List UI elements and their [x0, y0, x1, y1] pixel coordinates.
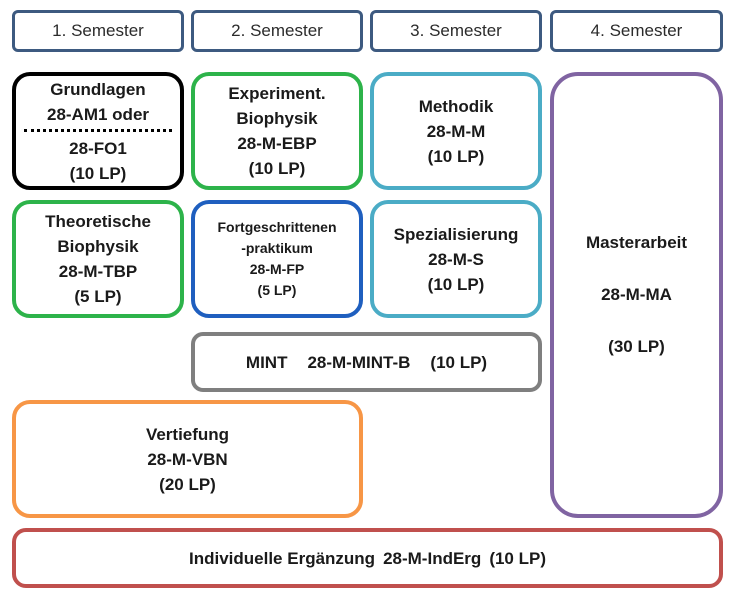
methodik-lp: (10 LP): [427, 146, 485, 166]
fortgeschritten-line2: -praktikum: [241, 240, 313, 256]
theoretische-line1: Theoretische: [45, 212, 151, 231]
grundlagen-line1: Grundlagen: [50, 79, 146, 99]
vertiefung-lp: (20 LP): [159, 474, 216, 494]
module-experimentelle-biophysik: Experiment. Biophysik 28-M-EBP (10 LP): [191, 72, 363, 190]
semester-3-label: 3. Semester: [410, 21, 502, 40]
spezialisierung-name: Spezialisierung: [393, 224, 519, 244]
grundlagen-line3: 28-FO1: [69, 138, 127, 158]
theoretische-line2: Biophysik: [57, 237, 139, 256]
masterarbeit-lp: (30 LP): [608, 337, 665, 356]
individuell-row: Individuelle Ergänzung 28-M-IndErg (10 L…: [185, 546, 550, 571]
masterarbeit-code: 28-M-MA: [601, 285, 672, 304]
module-masterarbeit: Masterarbeit 28-M-MA (30 LP): [550, 72, 723, 518]
mint-row: MINT 28-M-MINT-B (10 LP): [236, 350, 497, 375]
module-grundlagen: Grundlagen 28-AM1 oder 28-FO1 (10 LP): [12, 72, 184, 190]
module-theoretische-biophysik: Theoretische Biophysik 28-M-TBP (5 LP): [12, 200, 184, 318]
masterarbeit-name: Masterarbeit: [585, 233, 688, 252]
mint-code: 28-M-MINT-B: [307, 352, 411, 372]
experiment-code: 28-M-EBP: [237, 134, 317, 153]
methodik-name: Methodik: [418, 96, 494, 116]
theoretische-lp: (5 LP): [74, 287, 122, 306]
module-individuelle-ergaenzung: Individuelle Ergänzung 28-M-IndErg (10 L…: [12, 528, 723, 588]
semester-header-2: 2. Semester: [191, 10, 363, 52]
theoretische-code: 28-M-TBP: [58, 262, 138, 281]
module-fortgeschrittenenpraktikum: Fortgeschrittenen -praktikum 28-M-FP (5 …: [191, 200, 363, 318]
semester-header-3: 3. Semester: [370, 10, 542, 52]
individuell-lp: (10 LP): [489, 548, 546, 568]
module-spezialisierung: Spezialisierung 28-M-S (10 LP): [370, 200, 542, 318]
module-methodik: Methodik 28-M-M (10 LP): [370, 72, 542, 190]
semester-header-1: 1. Semester: [12, 10, 184, 52]
fortgeschritten-lp: (5 LP): [257, 282, 297, 298]
methodik-code: 28-M-M: [426, 121, 486, 141]
individuell-name: Individuelle Ergänzung: [189, 548, 376, 568]
vertiefung-name: Vertiefung: [145, 424, 230, 444]
grundlagen-line2: 28-AM1 oder: [46, 104, 150, 124]
mint-lp: (10 LP): [430, 352, 488, 372]
semester-header-4: 4. Semester: [550, 10, 723, 52]
experiment-lp: (10 LP): [248, 159, 306, 178]
spezialisierung-lp: (10 LP): [427, 274, 485, 294]
experiment-line2: Biophysik: [236, 109, 318, 128]
experiment-line1: Experiment.: [228, 84, 326, 103]
fortgeschritten-code: 28-M-FP: [249, 261, 305, 277]
fortgeschritten-line1: Fortgeschrittenen: [217, 219, 337, 235]
semester-1-label: 1. Semester: [52, 21, 144, 40]
semester-4-label: 4. Semester: [590, 21, 683, 40]
dotted-divider: [24, 128, 172, 132]
mint-name: MINT: [245, 352, 288, 372]
module-vertiefung: Vertiefung 28-M-VBN (20 LP): [12, 400, 363, 518]
spezialisierung-code: 28-M-S: [428, 249, 484, 269]
module-mint: MINT 28-M-MINT-B (10 LP): [191, 332, 542, 392]
grundlagen-lp: (10 LP): [69, 163, 127, 183]
vertiefung-code: 28-M-VBN: [147, 449, 228, 469]
individuell-code: 28-M-IndErg: [383, 548, 482, 568]
semester-2-label: 2. Semester: [231, 21, 323, 40]
